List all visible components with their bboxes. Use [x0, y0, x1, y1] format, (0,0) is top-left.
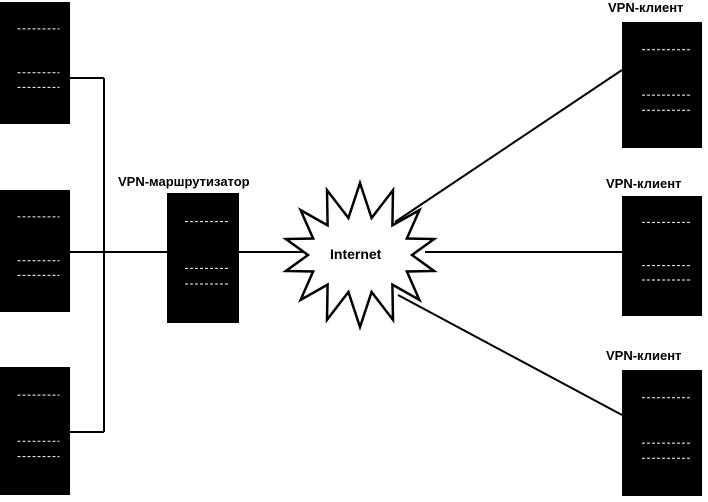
router-icon [167, 193, 239, 323]
client-label-2: VPN-клиент [606, 176, 682, 191]
client-icon-1 [622, 22, 702, 148]
internet-cloud-icon [282, 179, 438, 331]
link-client-3 [397, 294, 623, 416]
server-icon-3 [0, 367, 70, 495]
client-icon-2 [622, 196, 702, 316]
server-icon-1 [0, 2, 70, 124]
client-label-3: VPN-клиент [606, 348, 682, 363]
internet-label: Internet [330, 246, 382, 262]
client-label-1: VPN-клиент [608, 0, 684, 15]
link-client-1 [394, 69, 623, 223]
server-icon-2 [0, 190, 70, 312]
router-label: VPN-маршрутизатор [118, 174, 250, 189]
connections [70, 69, 623, 433]
client-icon-3 [622, 370, 702, 496]
